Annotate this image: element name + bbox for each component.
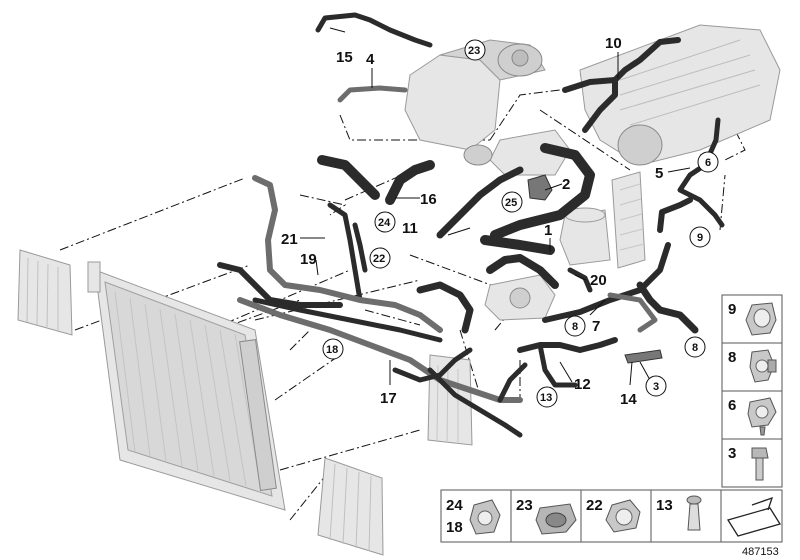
callout-20: 20 (590, 272, 607, 289)
bracket-14 (624, 349, 663, 364)
callout-3-circle: 3 (645, 375, 667, 397)
svg-text:23: 23 (516, 497, 533, 514)
legend-right: 9 8 6 3 (721, 294, 783, 488)
callout-7: 7 (592, 318, 600, 335)
callout-5: 5 (655, 165, 663, 182)
callout-23-circle: 23 (464, 39, 486, 61)
callout-9: 9 (697, 232, 703, 244)
callout-25: 25 (505, 197, 517, 209)
water-pump (484, 274, 556, 321)
callout-13: 13 (540, 392, 552, 404)
svg-text:8: 8 (728, 349, 736, 366)
reference-number: 487153 (742, 546, 779, 558)
callout-1: 1 (544, 222, 552, 239)
aux-radiator-left (17, 249, 73, 336)
callout-2: 2 (562, 176, 570, 193)
callout-10: 10 (605, 35, 622, 52)
legend-item-13: 13 (650, 489, 722, 543)
callout-21: 21 (281, 231, 298, 248)
coolant-reservoir (559, 207, 611, 266)
legend-item-23: 23 (510, 489, 582, 543)
svg-text:6: 6 (728, 397, 736, 414)
callout-14: 14 (620, 391, 637, 408)
legend-bottom: 24 18 23 22 13 (440, 489, 783, 543)
callout-13-circle: 13 (536, 386, 558, 408)
svg-text:24: 24 (446, 497, 463, 514)
legend-item-6: 6 (721, 390, 783, 440)
coolant-hoses (217, 12, 725, 438)
legend-item-24-18: 24 18 (440, 489, 512, 543)
heat-exchanger-right (611, 171, 646, 269)
callout-17: 17 (380, 390, 397, 407)
callout-12: 12 (574, 376, 591, 393)
svg-text:22: 22 (586, 497, 603, 514)
callout-3: 3 (653, 381, 659, 393)
svg-text:3: 3 (728, 445, 736, 462)
svg-text:18: 18 (446, 519, 463, 536)
leader-lines (300, 27, 705, 386)
callout-6: 6 (705, 157, 711, 169)
bracket-25 (527, 174, 553, 201)
callout-22-circle: 22 (369, 247, 391, 269)
callouts: 15 4 23 10 6 5 2 25 16 24 11 21 22 9 (281, 35, 719, 408)
callout-8a: 8 (572, 321, 578, 333)
legend-item-22: 22 (580, 489, 652, 543)
callout-6-circle: 6 (697, 151, 719, 173)
callout-8b-circle: 8 (684, 336, 706, 358)
callout-18: 18 (326, 344, 338, 356)
callout-24: 24 (378, 217, 391, 229)
legend-item-8: 8 (721, 342, 783, 392)
callout-23: 23 (468, 45, 480, 57)
main-radiator (87, 261, 286, 511)
callout-22: 22 (373, 253, 385, 265)
callout-15: 15 (336, 49, 353, 66)
callout-16: 16 (420, 191, 437, 208)
callout-25-circle: 25 (501, 191, 523, 213)
callout-19: 19 (300, 251, 317, 268)
callout-8b: 8 (692, 342, 698, 354)
callout-9-circle: 9 (689, 226, 711, 248)
callout-4: 4 (366, 51, 375, 68)
callout-24-circle: 24 (374, 211, 396, 233)
legend-item-9: 9 (721, 294, 783, 344)
aux-radiator-bottom (317, 457, 384, 556)
thermostat-housing (463, 129, 571, 176)
callout-11: 11 (402, 220, 418, 237)
legend-item-3: 3 (721, 438, 783, 488)
svg-text:13: 13 (656, 497, 673, 514)
svg-text:9: 9 (728, 301, 736, 318)
callout-18-circle: 18 (322, 338, 344, 360)
callout-8a-circle: 8 (564, 315, 586, 337)
legend-item-shim (720, 489, 783, 543)
intake-manifold (579, 24, 781, 166)
